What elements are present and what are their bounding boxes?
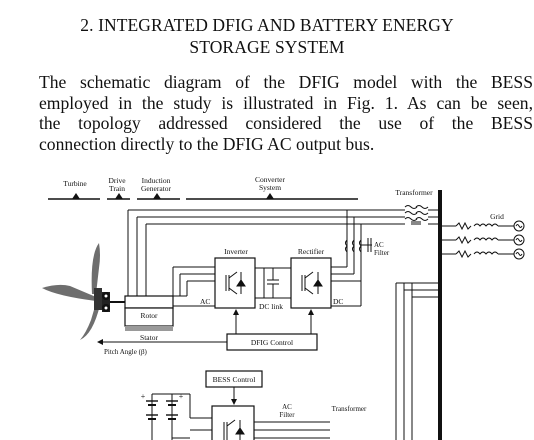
label-dfig-control: DFIG Control <box>251 338 293 347</box>
label-bess-control: BESS Control <box>213 375 256 384</box>
label-converter-system-1: Converter <box>255 175 285 184</box>
label-drive-train-1: Drive <box>108 176 126 185</box>
body-paragraph: The schematic diagram of the DFIG model … <box>39 72 533 154</box>
label-converter-system-2: System <box>259 183 281 192</box>
section-heading-line-2: STORAGE SYSTEM <box>189 37 345 57</box>
label-ac-filter-bottom-2: Filter <box>279 411 295 419</box>
paragraph-line-3: the topology addressed considered the us… <box>39 113 533 134</box>
paragraph-line-1: The schematic diagram of the DFIG model … <box>39 72 533 92</box>
label-induction-generator-1: Induction <box>142 176 171 185</box>
label-ac-filter-bottom-1: AC <box>282 403 292 411</box>
label-ac-left: AC <box>200 297 210 306</box>
section-heading-line-1: 2. INTEGRATED DFIG AND BATTERY ENERGY <box>80 15 454 35</box>
label-inverter: Inverter <box>224 247 248 256</box>
label-dc-link: DC link <box>259 302 283 311</box>
label-drive-train-2: Train <box>109 184 125 193</box>
paragraph-line-4: connection directly to the DFIG AC outpu… <box>39 133 375 154</box>
label-rotor: Rotor <box>140 311 158 320</box>
svg-text:+: + <box>141 392 146 401</box>
label-stator: Stator <box>140 333 158 342</box>
gearbox-icon <box>102 292 110 312</box>
wind-turbine-icon <box>42 243 102 340</box>
label-rectifier: Rectifier <box>298 247 325 256</box>
dfig-bess-schematic: Turbine Drive Train Induction Generator … <box>42 175 525 440</box>
label-turbine: Turbine <box>63 179 87 188</box>
label-pitch-angle: Pitch Angle (β) <box>104 348 148 356</box>
label-ac-filter-top-1: AC <box>374 241 384 249</box>
battery-bank-icon <box>146 393 212 440</box>
label-dc: DC <box>333 297 343 306</box>
section-heading: 2. INTEGRATED DFIG AND BATTERY ENERGY ST… <box>0 14 534 58</box>
svg-text:+: + <box>179 392 184 401</box>
label-transformer-bottom: Transformer <box>332 405 367 413</box>
paragraph-line-2: employed in the study is illustrated in … <box>39 92 533 113</box>
label-induction-generator-2: Generator <box>141 184 171 193</box>
label-transformer-top: Transformer <box>395 188 433 197</box>
label-grid: Grid <box>490 212 504 221</box>
label-ac-filter-top-2: Filter <box>374 249 390 257</box>
